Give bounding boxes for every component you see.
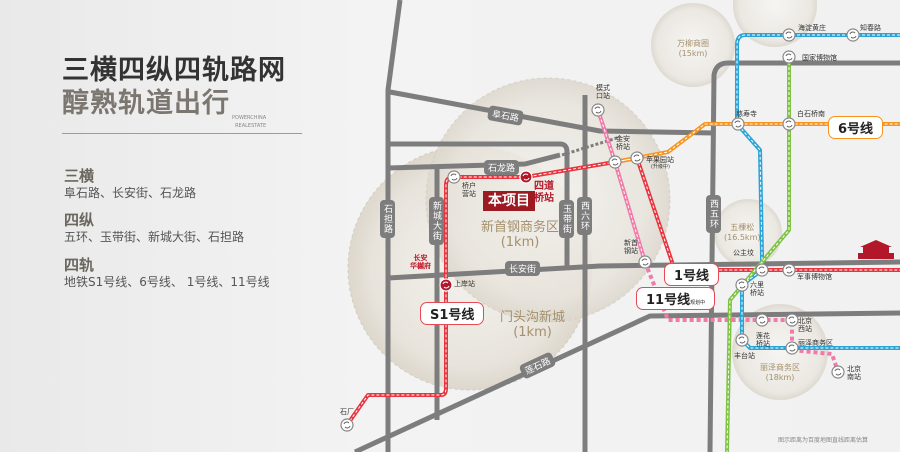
section-heading: 四轨 bbox=[64, 256, 95, 274]
line-badge-11: 11号线规划中 bbox=[636, 287, 716, 310]
page-title: 三横四纵四轨路网 bbox=[62, 55, 286, 86]
nearby-project-label: 长安 华樾府 bbox=[410, 254, 431, 271]
station-label: 模式 口站 bbox=[596, 84, 610, 101]
line-blue bbox=[735, 33, 900, 350]
station-icon bbox=[782, 28, 796, 42]
station-label: 军事博物馆 bbox=[797, 273, 832, 281]
section-body: 五环、玉带街、新城大街、石担路 bbox=[64, 230, 245, 244]
transfer-icon bbox=[738, 336, 746, 344]
transfer-icon bbox=[450, 173, 458, 181]
station-icon bbox=[735, 333, 749, 347]
tiananmen-icon bbox=[858, 240, 894, 259]
transfer-icon bbox=[834, 368, 842, 376]
transfer-icon bbox=[788, 316, 796, 324]
section-heading: 三横 bbox=[64, 167, 95, 185]
section-heading: 四纵 bbox=[64, 211, 95, 229]
station-icon bbox=[735, 278, 749, 292]
transfer-icon bbox=[641, 258, 649, 266]
station-label: 公主坟 bbox=[733, 249, 754, 257]
transfer-icon bbox=[594, 106, 602, 114]
station-label: 丽泽商务区 bbox=[798, 339, 833, 347]
road-label-xincheng: 新城大街 bbox=[429, 197, 444, 245]
zone-label: 五棵松(16.5km) bbox=[724, 223, 761, 242]
transfer-icon bbox=[442, 281, 450, 289]
station-icon bbox=[731, 117, 745, 131]
station-label: 石厂 bbox=[340, 408, 354, 416]
station-label: 丰台站 bbox=[734, 352, 755, 360]
roads bbox=[353, 0, 900, 452]
transfer-icon bbox=[758, 266, 766, 274]
station-label: 海淀黄庄 bbox=[798, 24, 826, 32]
transfer-icon bbox=[611, 158, 619, 166]
section-body: 地铁S1号线、6号线、 1号线、11号线 bbox=[64, 275, 270, 289]
road-label-changan: 长安街 bbox=[505, 261, 541, 276]
transfer-icon bbox=[785, 53, 793, 61]
station-markers bbox=[340, 28, 860, 432]
transfer-icon bbox=[734, 120, 742, 128]
title-divider bbox=[62, 133, 302, 134]
zone-label: 新首钢商务区(1km) bbox=[481, 220, 560, 250]
road-label-shilong: 石龙路 bbox=[484, 160, 520, 175]
transfer-icon bbox=[785, 266, 793, 274]
transfer-icon bbox=[849, 31, 857, 39]
station-label: 慈寿寺 bbox=[736, 110, 757, 118]
station-icon bbox=[782, 263, 796, 277]
station-icon bbox=[608, 155, 622, 169]
footnote: 图示距离为百度地图直线距离估算 bbox=[778, 437, 869, 444]
station-label: 白石桥南 bbox=[797, 110, 825, 118]
station-icon bbox=[591, 103, 605, 117]
station-icon bbox=[519, 170, 533, 184]
station-icon bbox=[447, 170, 461, 184]
project-marker: 本项目 bbox=[483, 191, 535, 212]
line-11-planned bbox=[643, 261, 840, 373]
station-icon bbox=[755, 263, 769, 277]
station-icon bbox=[785, 313, 799, 327]
transfer-icon bbox=[785, 120, 793, 128]
transfer-icon bbox=[785, 31, 793, 39]
station-icon bbox=[340, 418, 354, 432]
transfer-icon bbox=[738, 281, 746, 289]
station-label: 桥户 营站 bbox=[462, 182, 476, 199]
station-icon bbox=[846, 28, 860, 42]
station-label: 北京 南站 bbox=[847, 365, 861, 382]
line-badge-1: 1号线 bbox=[664, 263, 720, 286]
station-label: 六里 桥站 bbox=[750, 281, 764, 298]
zone-label: 门头沟新城(1km) bbox=[500, 310, 566, 340]
station-icon bbox=[755, 313, 769, 327]
station-icon bbox=[831, 365, 845, 379]
road-label-yudai: 玉带街 bbox=[559, 200, 574, 238]
line-badge-s1: S1号线 bbox=[420, 302, 485, 325]
station-label: 北京 西站 bbox=[798, 317, 812, 334]
transfer-icon bbox=[343, 421, 351, 429]
road-label-xiliu: 西六环 bbox=[577, 197, 592, 235]
station-label: 国家博物馆 bbox=[802, 54, 837, 62]
transfer-icon bbox=[522, 173, 530, 181]
station-icon bbox=[630, 151, 644, 165]
project-station-label: 四道 桥站 bbox=[534, 181, 554, 204]
transfer-icon bbox=[633, 154, 641, 162]
station-note: (升级中) bbox=[651, 164, 670, 170]
station-label: 上岸站 bbox=[454, 280, 475, 288]
road-label-shidan: 石担路 bbox=[380, 200, 395, 238]
station-icon bbox=[782, 117, 796, 131]
road-label-xiwu: 西五环 bbox=[706, 195, 721, 233]
station-label: 知春路 bbox=[860, 24, 881, 32]
page-subtitle: 醇熟轨道出行 bbox=[62, 88, 230, 119]
zone-label: 万柳商圈(15km) bbox=[677, 39, 709, 58]
transfer-icon bbox=[758, 316, 766, 324]
station-icon bbox=[638, 255, 652, 269]
transfer-icon bbox=[788, 344, 796, 352]
station-icon bbox=[782, 50, 796, 64]
station-label: 莲花 桥站 bbox=[756, 332, 770, 349]
section-body: 阜石路、长安街、石龙路 bbox=[64, 186, 197, 200]
station-icon bbox=[439, 278, 453, 292]
station-label: 金安 桥站 bbox=[616, 135, 630, 152]
line-badge-6: 6号线 bbox=[828, 116, 884, 139]
station-label: 新首 钢站 bbox=[624, 239, 638, 256]
station-label: 苹果园站 bbox=[646, 156, 674, 164]
zone-label: 丽泽商务区(18km) bbox=[760, 363, 800, 382]
station-icon bbox=[785, 341, 799, 355]
